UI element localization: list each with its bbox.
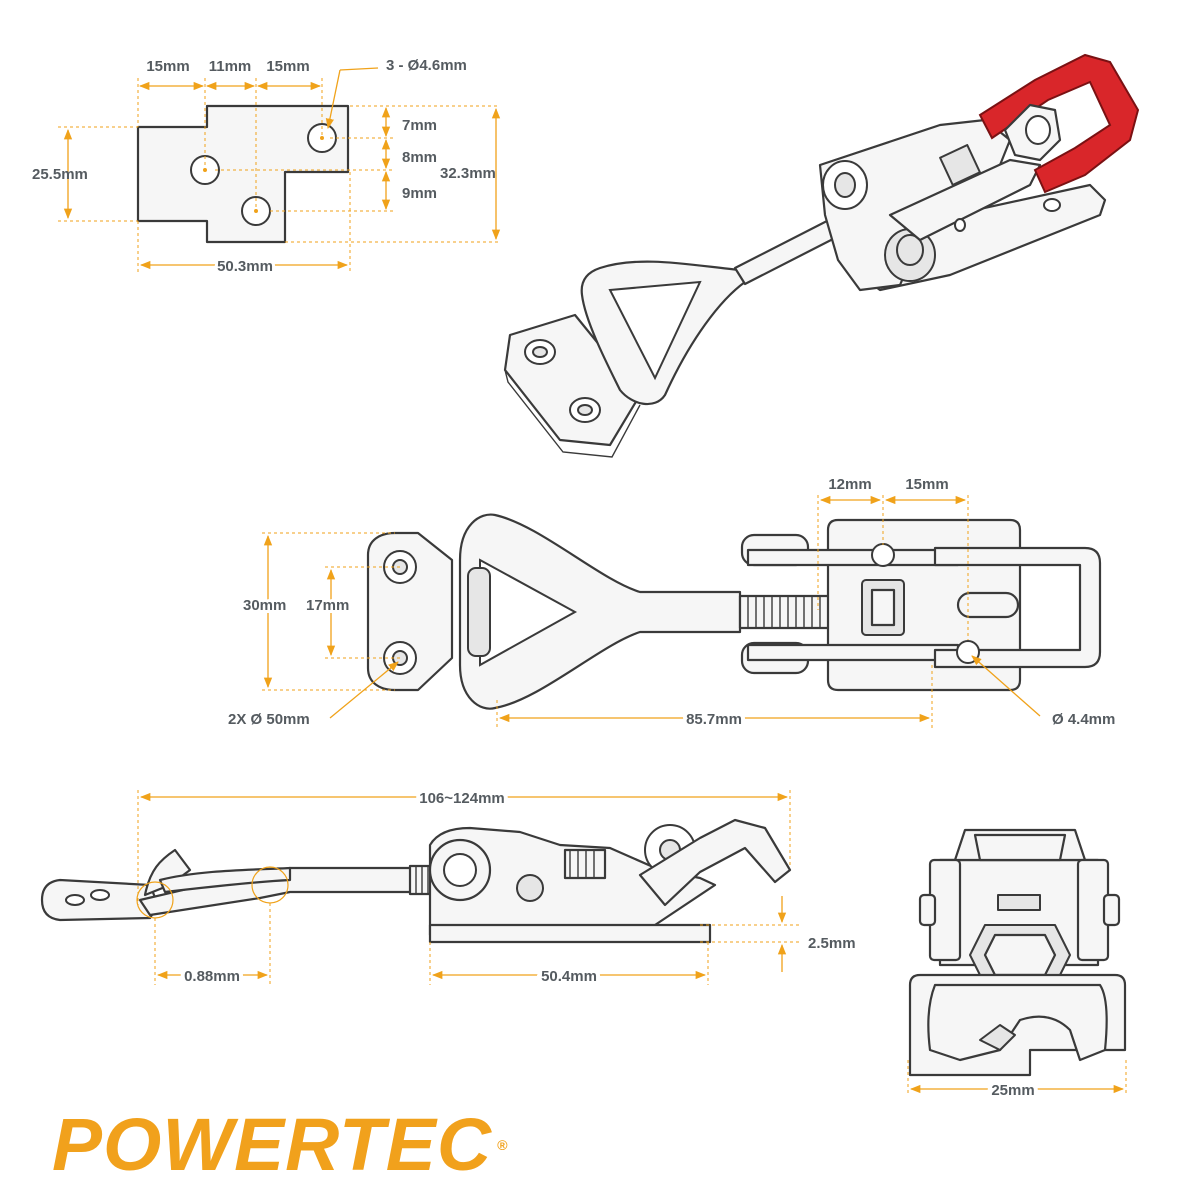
end-handle[interactable] [927, 983, 1108, 1062]
plate-top-dim-2: 11mm [209, 58, 252, 75]
red-handle[interactable] [978, 53, 1140, 194]
handle-side[interactable] [638, 818, 792, 907]
plate-top-dim-3: 15mm [266, 58, 309, 75]
latch-base-side [428, 923, 712, 944]
plate-right-dim-3: 9mm [402, 185, 437, 202]
side-base-length: 50.4mm [541, 968, 597, 985]
threaded-rod-top [738, 594, 832, 630]
top-length: 85.7mm [686, 711, 742, 728]
isometric-view [503, 53, 1140, 458]
brand-mark: ® [497, 1137, 508, 1153]
end-view: 25mm [907, 828, 1127, 1103]
top-hole-spacing: 17mm [306, 597, 349, 614]
top-mount-holes: 2X Ø 50mm [228, 711, 310, 728]
latch-lever [888, 158, 1042, 242]
top-hole: Ø 4.4mm [1052, 711, 1115, 728]
handle-top[interactable] [933, 546, 1102, 669]
side-offset: 0.88mm [184, 968, 240, 985]
plate-holes-note: 3 - Ø4.6mm [386, 57, 467, 74]
plate-width: 50.3mm [217, 258, 273, 275]
side-view: 106~124mm 2.5mm 0.88mm 50.4mm [40, 786, 856, 989]
plate-top-dim-1: 15mm [146, 58, 189, 75]
side-thickness: 2.5mm [808, 935, 856, 952]
mount-plate [136, 104, 350, 244]
plate-view: 15mm 11mm 15mm 3 - Ø4.6mm 25.5mm 7mm 8mm… [32, 57, 501, 278]
plate-right-dim-1: 7mm [402, 117, 437, 134]
side-overall: 106~124mm [419, 790, 505, 807]
brand-name: POWERTEC [52, 1103, 493, 1186]
plate-total-height: 32.3mm [440, 165, 496, 182]
plate-right-dim-2: 8mm [402, 149, 437, 166]
hook-top [458, 513, 742, 710]
top-right-dim-2: 15mm [905, 476, 948, 493]
plate-height: 25.5mm [32, 166, 88, 183]
brand-logo: POWERTEC ® [52, 1103, 508, 1186]
top-left-height: 30mm [243, 597, 286, 614]
top-right-dim-1: 12mm [828, 476, 871, 493]
end-width: 25mm [991, 1082, 1034, 1099]
top-view: 12mm 15mm 30mm 17mm 2X Ø 50mm 85.7mm Ø 4… [228, 476, 1115, 732]
latch-body-side [428, 826, 717, 937]
